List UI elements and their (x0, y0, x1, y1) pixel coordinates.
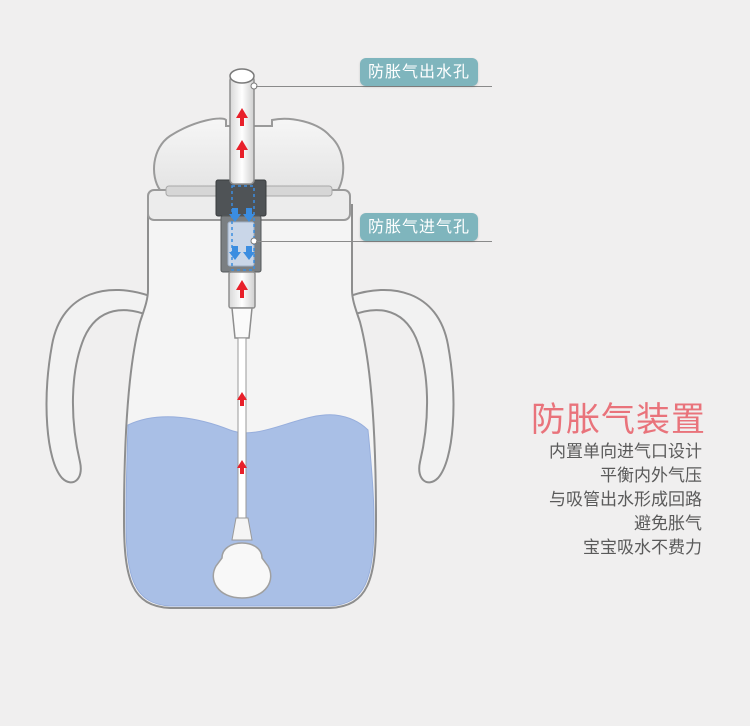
arrow-up-icon (237, 392, 247, 406)
feature-title: 防胀气装置 (531, 400, 706, 440)
straw-outlet-hole (229, 68, 255, 84)
arrow-up-icon (236, 108, 248, 126)
inlet-hole-label: 防胀气进气孔 (360, 213, 479, 241)
feature-line: 与吸管出水形成回路 (549, 490, 702, 510)
right-handle (349, 289, 455, 484)
weight-connector (231, 517, 253, 541)
tube-taper (231, 307, 253, 339)
arrow-down-icon (243, 246, 255, 260)
arrow-up-icon (237, 460, 247, 474)
arrow-up-icon (236, 140, 248, 158)
arrow-up-icon (236, 280, 248, 298)
outlet-leader-line (256, 86, 492, 87)
airflow-arrows-red (236, 108, 248, 474)
upper-straw (229, 75, 255, 185)
inlet-leader-line (256, 241, 492, 242)
airflow-arrows-blue (229, 208, 255, 260)
weighted-ball (212, 542, 272, 599)
valve-dashed-outline (231, 185, 255, 271)
feature-line: 避免胀气 (634, 514, 702, 534)
left-handle (45, 289, 151, 484)
feature-line: 平衡内外气压 (600, 466, 702, 486)
arrow-down-icon (229, 246, 241, 260)
water (125, 414, 375, 607)
feature-line: 内置单向进气口设计 (549, 442, 702, 462)
arrow-down-icon (243, 208, 255, 222)
thin-straw (237, 337, 247, 519)
feature-description: 内置单向进气口设计 平衡内外气压 与吸管出水形成回路 避免胀气 宝宝吸水不费力 (549, 440, 702, 560)
outlet-hole-label: 防胀气出水孔 (360, 58, 479, 86)
feature-line: 宝宝吸水不费力 (583, 538, 702, 558)
